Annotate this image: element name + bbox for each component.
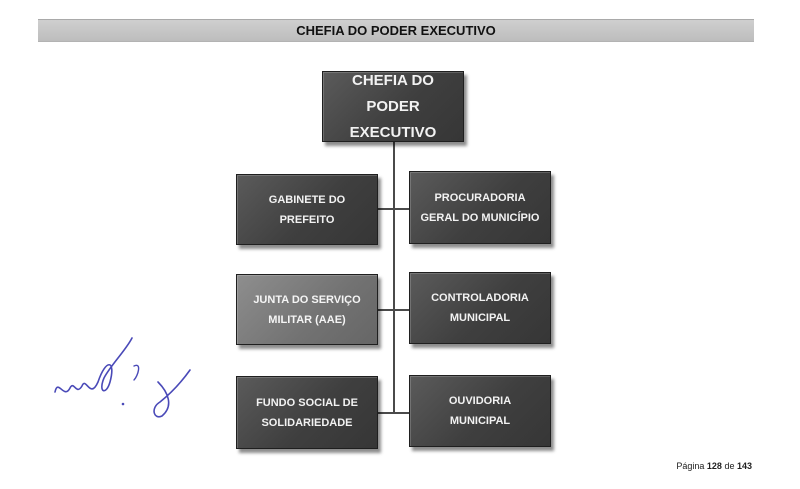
page-number-current: 128 — [706, 461, 722, 471]
org-node-fundo-social: FUNDO SOCIAL DE SOLIDARIEDADE — [236, 376, 378, 449]
org-node-label: PROCURADORIA — [434, 191, 526, 204]
page-header-title: CHEFIA DO PODER EXECUTIVO — [296, 23, 496, 38]
connector-line — [378, 412, 409, 414]
connector-line — [378, 309, 409, 311]
page-number-separator: de — [724, 461, 735, 471]
org-node-gabinete: GABINETE DO PREFEITO — [236, 174, 378, 245]
trunk-line — [393, 142, 395, 414]
org-node-controladoria: CONTROLADORIA MUNICIPAL — [409, 272, 551, 344]
connector-line — [378, 208, 409, 210]
org-node-ouvidoria: OUVIDORIA MUNICIPAL — [409, 375, 551, 447]
page-number-prefix: Página — [676, 461, 705, 471]
org-node-root-line-2: EXECUTIVO — [349, 123, 437, 141]
page-number-total: 143 — [736, 461, 752, 471]
org-node-label: MUNICIPAL — [449, 415, 511, 427]
org-node-label: MILITAR (AAE) — [268, 313, 346, 326]
org-node-root-line-1: CHEFIA DO PODER — [352, 71, 434, 115]
org-node-label: GERAL DO MUNICÍPIO — [420, 211, 540, 224]
org-node-root: CHEFIA DO PODER EXECUTIVO — [322, 71, 464, 142]
org-node-label: GABINETE DO PREFEITO — [268, 193, 346, 226]
org-node-label: MUNICIPAL — [449, 312, 511, 324]
org-node-label: OUVIDORIA — [448, 395, 512, 407]
handwritten-signature-icon — [54, 337, 191, 418]
page-header-bar: CHEFIA DO PODER EXECUTIVO — [38, 19, 754, 42]
org-node-label: CONTROLADORIA — [431, 292, 529, 304]
org-node-junta-militar: JUNTA DO SERVIÇO MILITAR (AAE) — [236, 274, 378, 345]
org-node-procuradoria: PROCURADORIA GERAL DO MUNICÍPIO — [409, 171, 551, 244]
org-node-label: SOLIDARIEDADE — [261, 416, 353, 429]
org-node-label: FUNDO SOCIAL DE — [256, 396, 358, 409]
page-number: Página 128 de 143 — [676, 461, 752, 471]
org-node-label: JUNTA DO SERVIÇO — [253, 293, 361, 306]
